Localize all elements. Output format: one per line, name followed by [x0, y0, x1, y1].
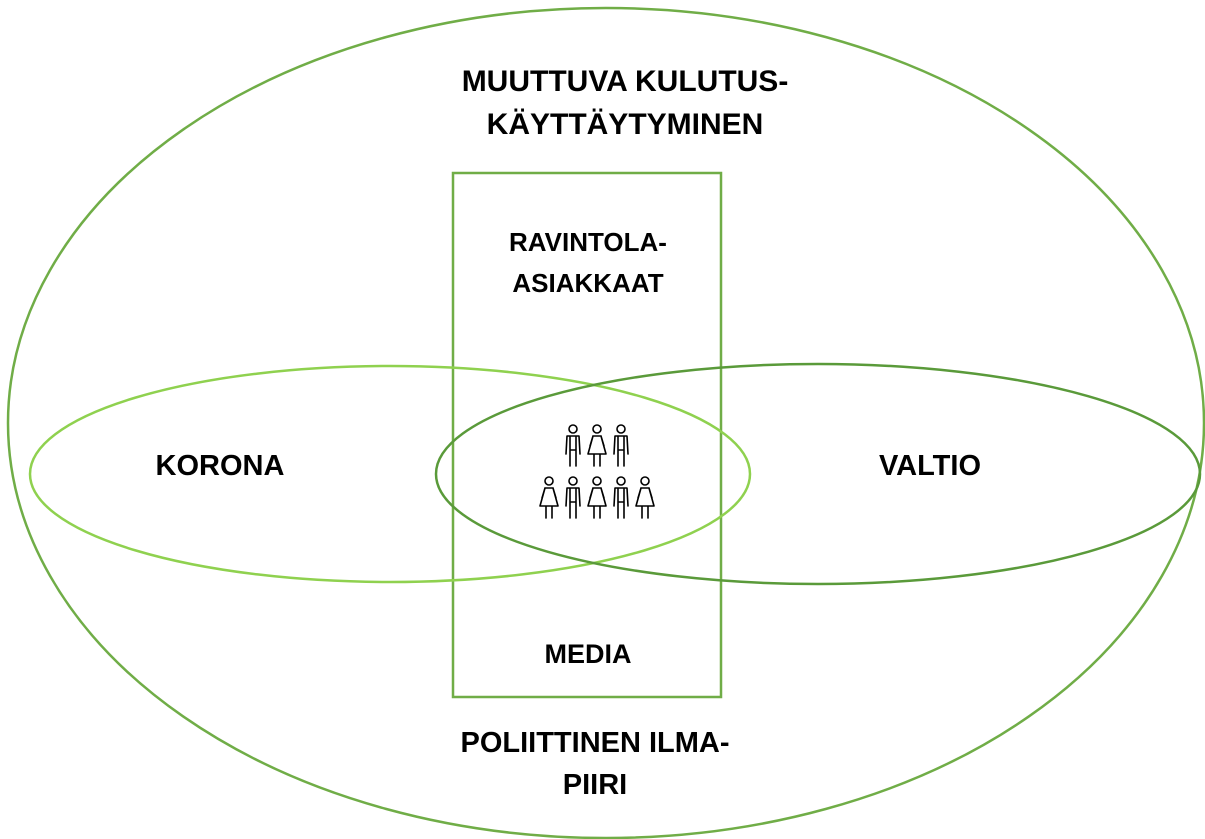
outer-label-bottom-line-2: PIIRI	[562, 769, 628, 801]
outer-label-top-line-1: MUUTTUVA KULUTUS-	[461, 65, 789, 98]
outer-label-top: MUUTTUVA KULUTUS- KÄYTTÄYTYMINEN	[390, 60, 860, 146]
person-icon	[587, 476, 607, 519]
center-box-label-line-1: RAVINTOLA-	[509, 227, 667, 257]
left-ellipse-label: KORONA	[155, 450, 285, 482]
left-ellipse-korona	[28, 364, 752, 584]
box-bottom-label: MEDIA	[544, 639, 632, 669]
person-icon	[613, 424, 629, 467]
person-icon	[565, 424, 581, 467]
person-icon	[565, 476, 581, 519]
outer-label-top-line-2: KÄYTTÄYTYMINEN	[486, 108, 764, 141]
person-icon	[587, 424, 607, 467]
person-icon	[539, 476, 559, 519]
outer-label-bottom-line-1: POLIITTINEN ILMA-	[460, 727, 730, 759]
people-group-icon	[539, 424, 655, 519]
right-ellipse-valtio	[434, 362, 1202, 586]
center-box-label: RAVINTOLA- ASIAKKAAT	[454, 222, 722, 304]
center-box-label-line-2: ASIAKKAAT	[512, 268, 664, 298]
center-box	[451, 171, 723, 699]
person-icon	[635, 476, 655, 519]
outer-label-bottom: POLIITTINEN ILMA- PIIRI	[380, 722, 810, 806]
person-icon	[613, 476, 629, 519]
right-ellipse-label: VALTIO	[878, 450, 982, 482]
outer-ellipse	[6, 6, 1205, 839]
